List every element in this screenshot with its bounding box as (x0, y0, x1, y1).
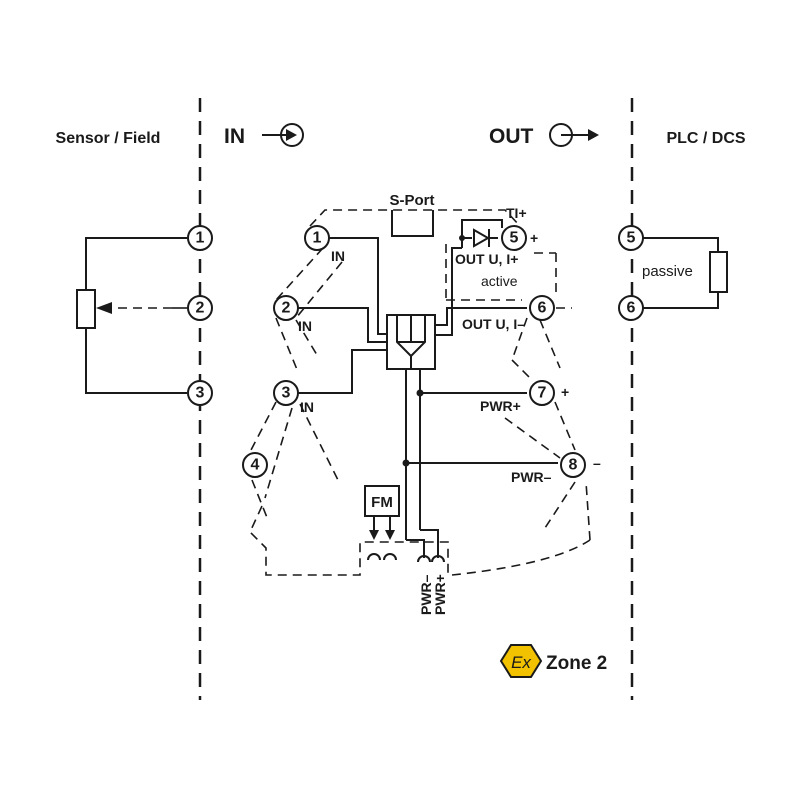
zone-label: Zone 2 (546, 653, 607, 674)
input-terminal-2: 2 (273, 295, 299, 321)
section-plc-dcs: PLC / DCS (666, 130, 745, 147)
output-terminal-5: 5 (501, 225, 527, 251)
section-in: IN (224, 125, 245, 148)
ti-plus-label: TI+ (506, 205, 527, 221)
svg-text:2: 2 (196, 300, 205, 317)
svg-text:7: 7 (538, 385, 547, 402)
section-sensor-field: Sensor / Field (56, 130, 161, 147)
pwr-plus-label: PWR+ (480, 398, 521, 414)
bottom-pwr-minus-label: PWR– (418, 574, 434, 615)
output-terminal-7: 7 (529, 380, 555, 406)
plc-load-label: passive (642, 263, 693, 280)
svg-text:3: 3 (282, 385, 291, 402)
svg-text:5: 5 (627, 230, 636, 247)
diode-symbol (473, 228, 498, 248)
minus-sign-8: – (593, 455, 601, 471)
input-wiring (298, 237, 388, 394)
svg-text:8: 8 (569, 457, 578, 474)
svg-text:1: 1 (196, 230, 205, 247)
power-bus (402, 369, 558, 563)
input-arrow-icon (262, 123, 304, 147)
svg-text:6: 6 (627, 300, 636, 317)
sensor-terminal-1: 1 (187, 225, 213, 251)
plus-sign-7: + (561, 384, 569, 400)
fm-block (364, 485, 400, 561)
svg-text:6: 6 (538, 300, 547, 317)
output-terminal-8: 8 (560, 452, 586, 478)
svg-text:Ex: Ex (511, 653, 531, 672)
out-plus-label: OUT U, I+ (455, 251, 518, 267)
section-out: OUT (489, 125, 534, 148)
pwr-minus-label: PWR– (511, 469, 552, 485)
out-minus-label: OUT U, I– (462, 316, 525, 332)
plc-terminal-6: 6 (618, 295, 644, 321)
output-terminal-6: 6 (529, 295, 555, 321)
in-label-2: IN (298, 318, 312, 334)
output-arrow-icon (549, 123, 599, 147)
svg-text:1: 1 (313, 230, 322, 247)
svg-text:4: 4 (251, 457, 260, 474)
input-terminal-4: 4 (242, 452, 268, 478)
input-terminal-1: 1 (304, 225, 330, 251)
input-terminal-3: 3 (273, 380, 299, 406)
ex-badge-icon: Ex (499, 644, 543, 678)
plus-sign-5: + (530, 230, 538, 246)
potentiometer-symbol (76, 237, 187, 394)
in-label-1: IN (331, 248, 345, 264)
bottom-pwr-plus-label: PWR+ (432, 574, 448, 615)
active-label: active (481, 273, 518, 289)
svg-text:5: 5 (510, 230, 519, 247)
fm-label: FM (371, 494, 393, 511)
isolator-block (386, 314, 436, 370)
module-housing-outline (249, 209, 591, 576)
in-label-3: IN (300, 399, 314, 415)
plc-load-resistor (643, 237, 728, 309)
svg-text:2: 2 (282, 300, 291, 317)
output-wiring (435, 219, 527, 336)
svg-text:3: 3 (196, 385, 205, 402)
sensor-terminal-2: 2 (187, 295, 213, 321)
s-port-box (391, 210, 434, 237)
s-port-label: S-Port (390, 192, 435, 209)
plc-terminal-5: 5 (618, 225, 644, 251)
sensor-terminal-3: 3 (187, 380, 213, 406)
